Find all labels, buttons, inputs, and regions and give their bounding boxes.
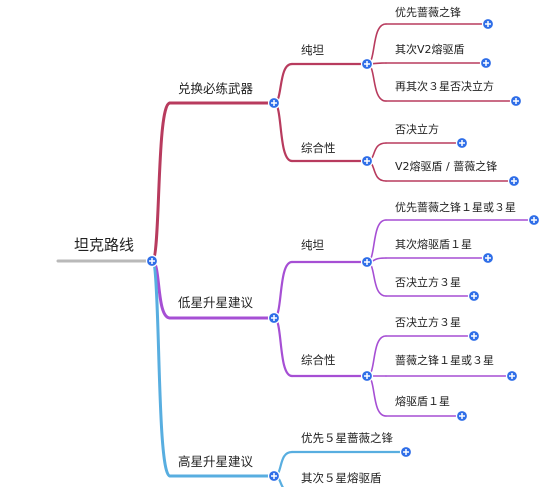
branch-expand-icon-2[interactable] bbox=[267, 469, 281, 483]
node-low-pure-tank[interactable]: 纯坦 bbox=[301, 238, 324, 252]
root-node[interactable]: 坦克路线 bbox=[74, 236, 135, 254]
leaf-connector-1-1-0 bbox=[366, 335, 387, 377]
branch-expand-icon-0[interactable] bbox=[267, 96, 281, 110]
leaf-low-comp-1[interactable]: 否决立方３星 bbox=[395, 316, 461, 329]
node-connector-1-0 bbox=[272, 260, 294, 320]
leaf-exchange-pure-1[interactable]: 优先蔷薇之锋 bbox=[395, 6, 461, 19]
node-connector-0-1 bbox=[272, 101, 294, 163]
branch-connector-2 bbox=[150, 259, 172, 478]
leaf-exchange-pure-3[interactable]: 再其次３星否决立方 bbox=[395, 80, 494, 93]
leaf-low-pure-1[interactable]: 优先蔷薇之锋１星或３星 bbox=[395, 201, 516, 214]
node-expand-icon-1-0[interactable] bbox=[360, 255, 374, 269]
node-expand-icon-1-1[interactable] bbox=[360, 369, 374, 383]
leaf-expand-icon-1-0-1[interactable] bbox=[481, 251, 495, 265]
leaf-exchange-comp-1[interactable]: 否决立方 bbox=[395, 123, 439, 136]
node-high-second-5star[interactable]: 其次５星熔驱盾 bbox=[301, 471, 382, 485]
root-expand-icon[interactable] bbox=[145, 254, 159, 268]
node-exchange-pure-tank[interactable]: 纯坦 bbox=[301, 43, 324, 57]
leaf-expand-icon-0-0-2[interactable] bbox=[509, 94, 523, 108]
branch-exchange-weapons[interactable]: 兑换必练武器 bbox=[178, 81, 254, 96]
leaf-expand-icon-0-1-0[interactable] bbox=[455, 136, 469, 150]
node-connector-1-1 bbox=[272, 316, 294, 378]
node-expand-icon-2-0[interactable] bbox=[399, 445, 413, 459]
leaf-expand-icon-0-0-1[interactable] bbox=[479, 56, 493, 70]
node-low-comprehensive[interactable]: 综合性 bbox=[301, 353, 336, 367]
node-expand-icon-0-1[interactable] bbox=[360, 154, 374, 168]
branch-connector-0 bbox=[150, 101, 172, 263]
node-connector-0-0 bbox=[272, 62, 294, 105]
leaf-exchange-comp-2[interactable]: V2熔驱盾 / 蔷薇之锋 bbox=[395, 160, 498, 173]
leaf-expand-icon-1-1-2[interactable] bbox=[455, 409, 469, 423]
node-exchange-comprehensive[interactable]: 综合性 bbox=[301, 141, 336, 155]
leaf-expand-icon-0-0-0[interactable] bbox=[481, 17, 495, 31]
leaf-connector-0-0-0 bbox=[366, 23, 387, 65]
node-high-priority-5star[interactable]: 优先５星蔷薇之锋 bbox=[301, 431, 393, 445]
leaf-connector-1-0-0 bbox=[366, 219, 387, 263]
leaf-connector-1-1-2 bbox=[366, 375, 387, 417]
leaf-low-comp-3[interactable]: 熔驱盾１星 bbox=[395, 395, 450, 408]
leaf-low-pure-3[interactable]: 否决立方３星 bbox=[395, 276, 461, 289]
leaf-connector-0-0-2 bbox=[366, 63, 387, 102]
leaf-expand-icon-1-1-0[interactable] bbox=[467, 329, 481, 343]
leaf-expand-icon-0-1-1[interactable] bbox=[507, 174, 521, 188]
branch-high-star-upgrade[interactable]: 高星升星建议 bbox=[178, 454, 254, 469]
leaf-low-pure-2[interactable]: 其次熔驱盾１星 bbox=[395, 238, 472, 251]
leaf-low-comp-2[interactable]: 蔷薇之锋１星或３星 bbox=[395, 354, 494, 367]
branch-low-star-upgrade[interactable]: 低星升星建议 bbox=[178, 295, 254, 310]
leaf-exchange-pure-2[interactable]: 其次V2熔驱盾 bbox=[395, 43, 465, 56]
leaf-expand-icon-1-0-0[interactable] bbox=[527, 213, 541, 227]
node-expand-icon-0-0[interactable] bbox=[360, 57, 374, 71]
leaf-expand-icon-1-0-2[interactable] bbox=[467, 289, 481, 303]
leaf-expand-icon-1-1-1[interactable] bbox=[505, 369, 519, 383]
expand-buttons bbox=[145, 17, 541, 487]
branch-expand-icon-1[interactable] bbox=[267, 311, 281, 325]
